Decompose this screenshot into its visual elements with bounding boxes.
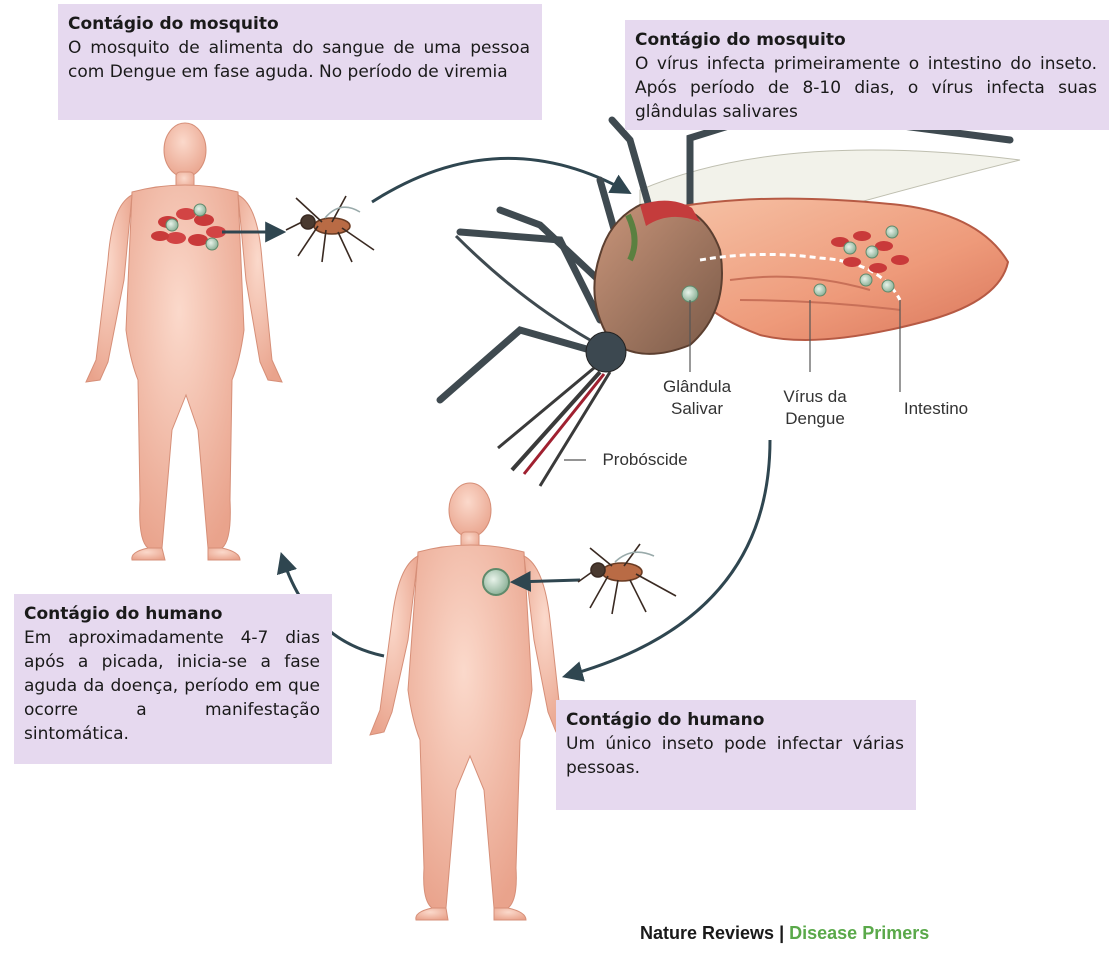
info-box-human-spread: Contágio do humano Um único inseto pode … (556, 700, 916, 810)
arrow-to-human-bottom (566, 440, 770, 676)
label-line-2: Dengue (785, 409, 845, 428)
label-text: Probóscide (602, 450, 687, 469)
info-box-human-incubation: Contágio do humano Em aproximadamente 4-… (14, 594, 332, 764)
info-box-title: Contágio do humano (24, 602, 320, 626)
label-text: Intestino (904, 399, 968, 418)
info-box-mosquito-feeding: Contágio do mosquito O mosquito de alime… (58, 4, 542, 120)
label-salivary-gland: Glândula Salivar (652, 376, 742, 420)
label-line-1: Vírus da (783, 387, 846, 406)
info-box-title: Contágio do humano (566, 708, 904, 732)
human-figure-top (86, 123, 282, 560)
arrow-to-mosquito (372, 158, 628, 202)
label-intestine: Intestino (888, 398, 984, 420)
large-mosquito-icon (440, 110, 1020, 486)
info-box-mosquito-infection: Contágio do mosquito O vírus infecta pri… (625, 20, 1109, 130)
small-mosquito-icon-2 (578, 544, 676, 614)
journal-credit: Nature Reviews | Disease Primers (640, 923, 929, 944)
label-line-2: Salivar (671, 399, 723, 418)
info-box-title: Contágio do mosquito (68, 12, 530, 36)
info-box-text: Em aproximadamente 4-7 dias após a picad… (24, 626, 320, 746)
credit-separator: | (779, 923, 784, 943)
arrow-mosquito-to-human (514, 580, 580, 582)
journal-name: Disease Primers (789, 923, 929, 943)
label-proboscis: Probóscide (590, 449, 700, 471)
label-line-1: Glândula (663, 377, 731, 396)
info-box-text: Um único inseto pode infectar várias pes… (566, 732, 904, 780)
info-box-title: Contágio do mosquito (635, 28, 1097, 52)
info-box-text: O mosquito de alimenta do sangue de uma … (68, 36, 530, 84)
human-figure-bottom (370, 483, 570, 920)
info-box-text: O vírus infecta primeiramente o intestin… (635, 52, 1097, 124)
virus-icon (483, 569, 509, 595)
publisher-name: Nature Reviews (640, 923, 774, 943)
small-mosquito-icon (286, 196, 374, 262)
label-dengue-virus: Vírus da Dengue (770, 386, 860, 430)
